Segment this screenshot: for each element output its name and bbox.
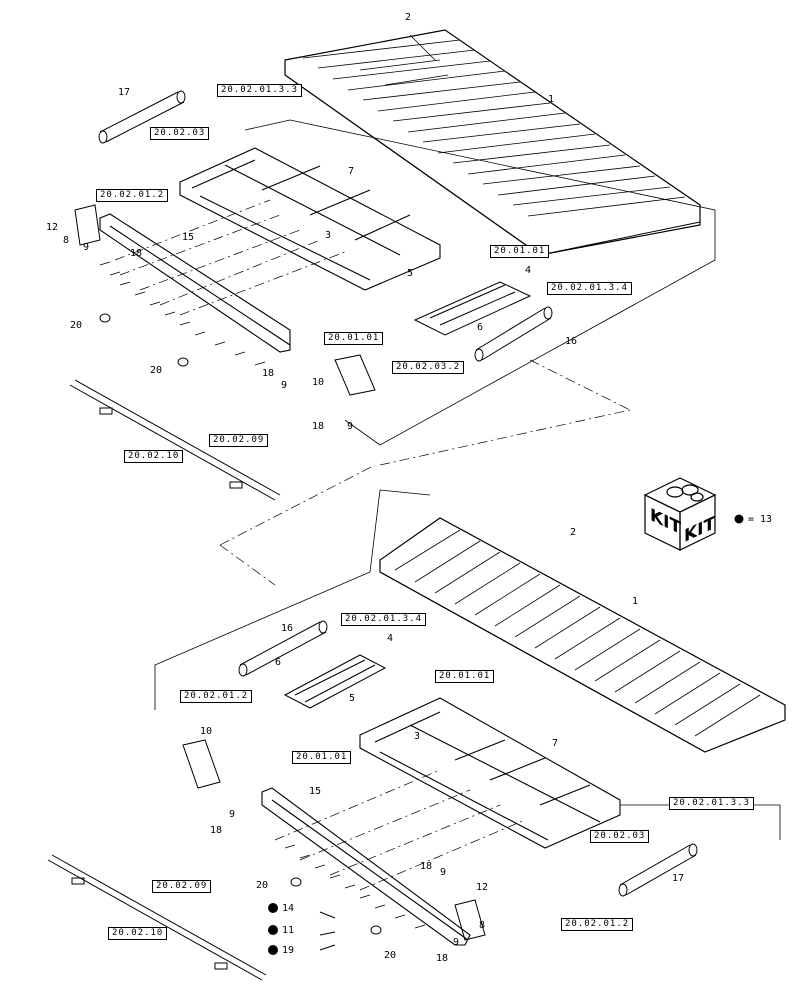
bullet-14-icon [268, 903, 278, 913]
top-plate-10 [334, 354, 376, 396]
callout-label: 8 [479, 920, 486, 931]
callout-label: 10 [312, 377, 325, 388]
bottom-roller-17 [618, 843, 698, 897]
callout-label: 6 [275, 657, 282, 668]
top-side-panel [99, 213, 291, 353]
callout-label: 18 [436, 953, 449, 964]
callout-label: 12 [476, 882, 489, 893]
top-fasteners [99, 261, 266, 366]
bottom-plate-10 [182, 739, 221, 789]
callout-label: 3 [325, 230, 332, 241]
ref-box[interactable]: 20.02.01.2 [180, 690, 255, 705]
bottom-roller-16 [238, 620, 328, 677]
callout-label: 1 [548, 94, 555, 105]
bullet-19-icon [268, 945, 278, 955]
callout-label: 8 [63, 235, 70, 246]
callout-label: 6 [477, 322, 484, 333]
callout-label: 16 [565, 336, 578, 347]
ref-box[interactable]: 20.01.01 [324, 332, 386, 347]
callout-label: 10 [200, 726, 213, 737]
callout-label: 18 [312, 421, 325, 432]
bottom-tension-frame [283, 654, 387, 709]
ref-box[interactable]: 20.02.03.2 [392, 361, 467, 376]
ref-box[interactable]: 20.02.09 [152, 880, 214, 895]
callout-label: 19 [282, 945, 295, 956]
kit-box-icon [643, 477, 717, 551]
ref-box[interactable]: 20.02.03 [590, 830, 652, 845]
top-roller-17 [98, 90, 186, 144]
bottom-end-plate [454, 899, 486, 941]
callout-label: 18 [262, 368, 275, 379]
callout-label: 20 [384, 950, 397, 961]
callout-label: 9 [347, 421, 354, 432]
bottom-frame [359, 697, 621, 849]
callout-label: 9 [440, 867, 447, 878]
ref-box[interactable]: 20.01.01 [435, 670, 497, 685]
top-conveyor-belt [284, 29, 701, 256]
top-rail [69, 379, 281, 501]
top-outline [244, 119, 716, 446]
callout-label: 5 [349, 693, 356, 704]
kit-bullet-icon [734, 514, 744, 524]
callout-label: 17 [672, 873, 685, 884]
top-dashed-guides [114, 199, 631, 466]
callout-label: 9 [83, 242, 90, 253]
callout-label: 5 [407, 268, 414, 279]
top-frame [179, 147, 441, 291]
ref-box[interactable]: 20.01.01 [292, 751, 354, 766]
callout-label: 7 [552, 738, 559, 749]
bottom-fasteners [284, 844, 426, 929]
callout-label: 18 [210, 825, 223, 836]
ref-box[interactable]: 20.02.01.2 [561, 918, 636, 933]
ref-box[interactable]: 20.02.10 [124, 450, 186, 465]
ref-box[interactable]: 20.02.01.2 [96, 189, 171, 204]
bullet-11-icon [268, 925, 278, 935]
callout-label: 9 [453, 937, 460, 948]
callout-label: 9 [229, 809, 236, 820]
bottom-side-panel [261, 787, 471, 946]
callout-label: 9 [281, 380, 288, 391]
ref-box[interactable]: 20.02.01.3.3 [217, 84, 305, 99]
callout-label: 4 [525, 265, 532, 276]
callout-label: 11 [282, 925, 295, 936]
callout-label: 16 [281, 623, 294, 634]
ref-box[interactable]: 20.02.01.3.4 [547, 282, 635, 297]
callout-label: 14 [282, 903, 295, 914]
ref-box[interactable]: 20.02.09 [209, 434, 271, 449]
callout-label: 15 [182, 232, 195, 243]
callout-label: = 13 [748, 514, 773, 525]
top-end-plate [74, 204, 101, 246]
callout-label: 4 [387, 633, 394, 644]
callout-label: 18 [130, 248, 143, 259]
ref-box[interactable]: 20.02.01.3.4 [341, 613, 429, 628]
callout-label: 20 [256, 880, 269, 891]
callout-label: 2 [570, 527, 577, 538]
bottom-dashed-guides [219, 464, 526, 891]
ref-box[interactable]: 20.01.01 [490, 245, 552, 260]
callout-label: 15 [309, 786, 322, 797]
callout-label: 7 [348, 166, 355, 177]
ref-box[interactable]: 20.02.01.3.3 [669, 797, 757, 812]
callout-label: 20 [150, 365, 163, 376]
top-tension-frame [413, 281, 532, 336]
callout-label: 18 [420, 861, 433, 872]
callout-label: 3 [414, 731, 421, 742]
bottom-rail [47, 854, 267, 981]
callout-label: 2 [405, 12, 412, 23]
ref-box[interactable]: 20.02.10 [108, 927, 170, 942]
callout-label: 17 [118, 87, 131, 98]
callout-label: 12 [46, 222, 59, 233]
bottom-conveyor-belt [379, 517, 786, 753]
callout-label: 1 [632, 596, 639, 607]
ref-box[interactable]: 20.02.03 [150, 127, 212, 142]
top-roller-16 [474, 306, 553, 362]
small-parts [99, 313, 382, 951]
callout-label: 20 [70, 320, 83, 331]
